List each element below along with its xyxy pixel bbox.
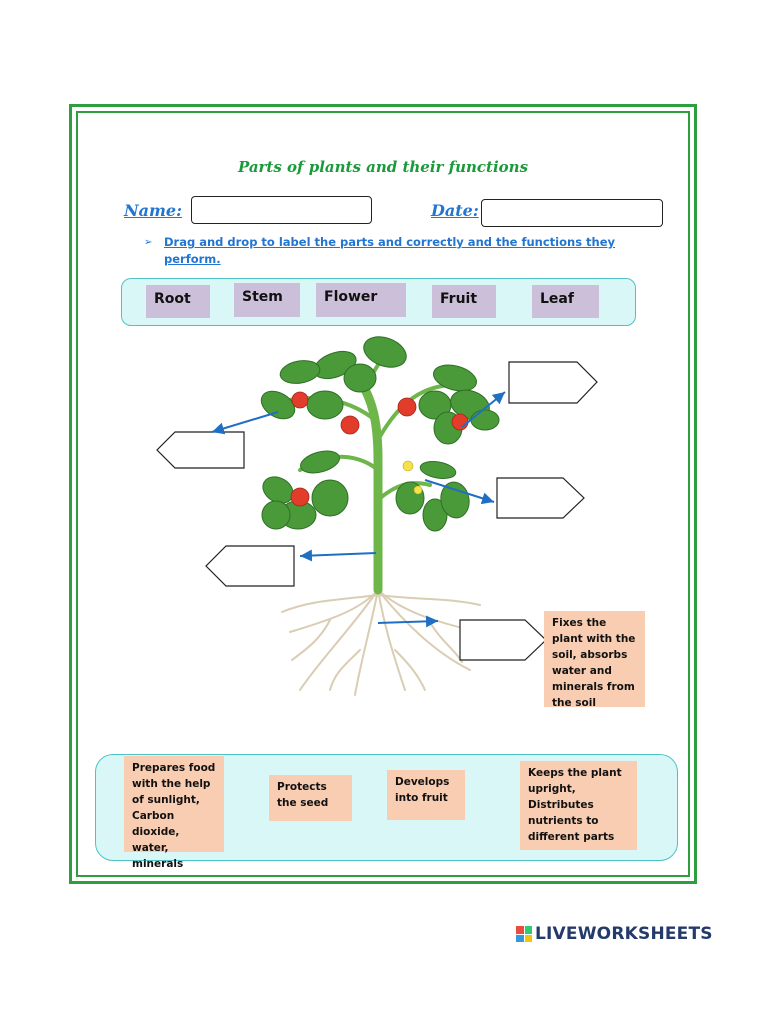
function-box-root: Fixes the plant with the soil, absorbs w…	[544, 611, 645, 709]
function-chip-fruit[interactable]: Protects the seed	[269, 775, 352, 821]
drop-target-top-right[interactable]	[508, 361, 598, 404]
arrow-stem-pointer	[299, 549, 377, 562]
label-chip-fruit[interactable]: Fruit	[432, 285, 496, 318]
brand-name: LIVEWORKSHEETS	[535, 924, 713, 944]
liveworksheets-logo: LIVEWORKSHEETS	[516, 924, 713, 944]
instruction-bullet: ➢	[144, 237, 153, 248]
plant-leaves	[260, 336, 500, 532]
arrow-leaf-pointer	[211, 411, 279, 435]
function-chip-leaf[interactable]: Prepares food with the help of sunlight,…	[124, 756, 224, 870]
instruction: ➢ Drag and drop to label the parts and c…	[144, 234, 624, 268]
arrow-flower-pointer	[424, 479, 495, 505]
label-chip-stem[interactable]: Stem	[234, 283, 300, 317]
arrow-fruit-pointer	[461, 391, 506, 428]
label-chip-root[interactable]: Root	[146, 285, 210, 318]
drop-target-root[interactable]	[459, 619, 547, 661]
liveworksheets-logo-icon	[516, 926, 532, 942]
date-input[interactable]	[481, 199, 663, 227]
label-chip-leaf[interactable]: Leaf	[532, 285, 599, 318]
worksheet-title: Parts of plants and their functions	[237, 158, 529, 176]
instruction-text: Drag and drop to label the parts and cor…	[164, 235, 616, 266]
worksheet-border	[69, 104, 697, 884]
function-chip-flower[interactable]: Develops into fruit	[387, 770, 465, 820]
worksheet-inner-border	[76, 111, 690, 877]
plant-roots	[281, 589, 481, 696]
name-input[interactable]	[191, 196, 372, 224]
function-chip-stem[interactable]: Keeps the plant upright, Distributes nut…	[520, 761, 637, 850]
date-label: Date:	[431, 201, 479, 220]
drop-target-right-middle[interactable]	[496, 477, 585, 519]
plant-flowers	[402, 460, 423, 495]
plant-fruits	[290, 391, 469, 507]
arrow-root-pointer	[377, 615, 439, 628]
name-label: Name:	[124, 201, 183, 220]
drop-target-left-upper[interactable]	[156, 431, 245, 469]
label-chip-flower[interactable]: Flower	[316, 283, 406, 317]
drop-target-left-lower[interactable]	[205, 545, 295, 587]
